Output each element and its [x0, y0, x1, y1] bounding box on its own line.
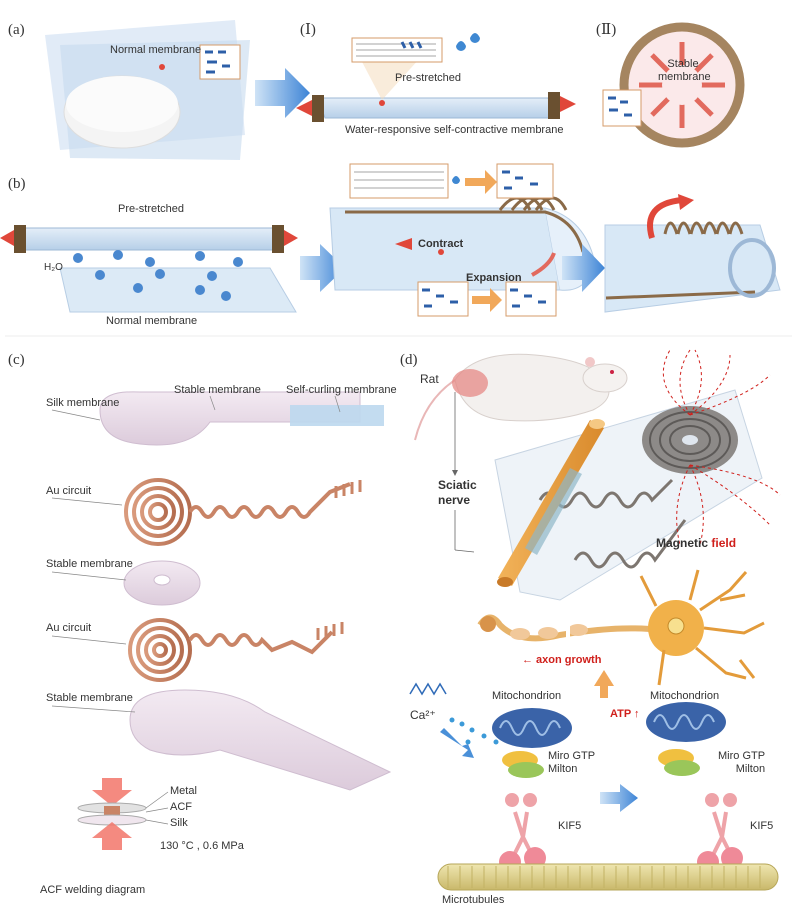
c-stable-membrane-shape [51, 689, 392, 791]
d-rat [414, 353, 628, 553]
d-neuron [477, 569, 765, 686]
label-metal: Metal [170, 785, 197, 797]
label-miro-left: Miro GTP Milton [548, 750, 596, 775]
label-sciatic-nerve: Sciatic nerve [438, 478, 477, 507]
label-silk-membrane: Silk membrane [46, 397, 120, 409]
label-expansion: Expansion [466, 272, 522, 284]
magnetic-text: Magnetic [656, 536, 709, 550]
stretched-membrane [296, 33, 576, 122]
label-magnetic-field: Magnetic field [656, 536, 736, 550]
label-microtubules: Microtubules [442, 894, 505, 906]
arrow-b1 [300, 244, 345, 292]
c-acf-diagram [77, 778, 169, 850]
label-normal-membrane-a: Normal membrane [110, 44, 202, 56]
label-stable-membrane-top: Stable membrane [174, 384, 261, 396]
label-water-b: H₂O [44, 262, 63, 273]
b-rolled-membrane [604, 194, 781, 313]
c-silk-membrane [51, 391, 384, 446]
label-au-circuit-2: Au circuit [46, 622, 92, 634]
label-conditions: 130 °C , 0.6 MPa [160, 840, 244, 852]
c-au-circuit-2 [51, 618, 344, 682]
label-au-circuit-1: Au circuit [46, 485, 92, 497]
label-stable-membrane-a: Stable membrane [658, 58, 711, 84]
b-stretched-membrane [0, 225, 298, 313]
panel-a-sub-ii: (Ⅱ) [596, 22, 617, 38]
c-stable-disc [51, 560, 201, 606]
label-atp: ATP ↑ [610, 708, 640, 720]
stable-ring [602, 22, 745, 148]
d-nerve [497, 419, 605, 587]
label-miro-right: Miro GTP Milton [718, 750, 766, 775]
label-water-responsive: Water-responsive self-contractive membra… [345, 124, 564, 136]
stable-membrane-text: Stable membrane [658, 58, 711, 83]
label-acf-caption: ACF welding diagram [40, 884, 146, 896]
label-normal-membrane-b: Normal membrane [106, 315, 198, 327]
field-text: field [711, 536, 737, 550]
panel-a-label: (a) [8, 22, 25, 38]
label-silk: Silk [170, 817, 188, 829]
label-mito-left: Mitochondrion [492, 690, 562, 702]
panel-d-label: (d) [400, 352, 418, 368]
panel-b-label: (b) [8, 176, 26, 192]
label-kif-right: KIF5 [750, 820, 774, 832]
panel-a-sub-i: (Ⅰ) [300, 22, 316, 38]
label-kif-left: KIF5 [558, 820, 582, 832]
d-mitochondria [492, 702, 726, 748]
label-stable-membrane-2: Stable membrane [46, 558, 133, 570]
label-contract: Contract [418, 238, 464, 250]
d-microtubule [437, 863, 779, 891]
label-acf: ACF [170, 801, 192, 813]
panel-c-label: (c) [8, 352, 25, 368]
d-arrows [409, 670, 638, 812]
normal-membrane-sheets [45, 20, 250, 160]
label-ca: Ca²⁺ [410, 708, 436, 722]
arrow-b2 [562, 244, 605, 292]
label-rat: Rat [420, 372, 439, 386]
label-axon-growth: ← axon growth [522, 654, 602, 666]
label-pre-stretched-a: Pre-stretched [395, 72, 462, 84]
label-self-curling: Self-curling membrane [286, 384, 397, 396]
label-pre-stretched-b: Pre-stretched [118, 203, 185, 215]
c-au-circuit-1 [51, 478, 362, 546]
arrow-a1 [255, 68, 310, 118]
label-stable-membrane-3: Stable membrane [46, 692, 133, 704]
label-mito-right: Mitochondrion [650, 690, 720, 702]
d-device [494, 349, 781, 601]
